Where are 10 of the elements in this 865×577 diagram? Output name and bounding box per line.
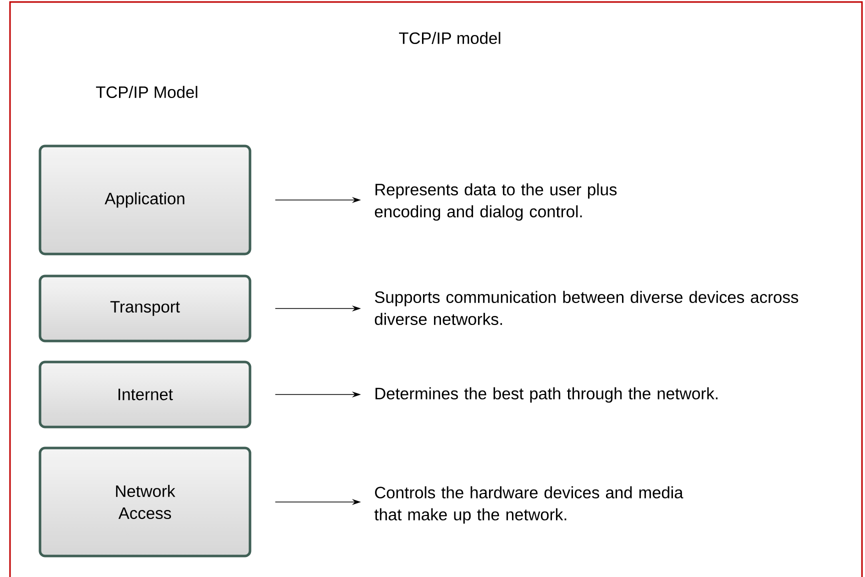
layer-box: Application [38, 144, 252, 256]
description-text: Controls the hardware devices and media that make up the network. [374, 486, 684, 524]
layer-box: Transport [38, 274, 252, 342]
description-text: Represents data to the user plus encoding and dialog control. [374, 183, 617, 221]
heading: TCP/IP Model [96, 86, 198, 98]
description-text: Supports communication between diverse devices across diverse networks. [374, 290, 798, 326]
layer-box: Internet [38, 360, 252, 428]
title: TCP/IP model [399, 32, 500, 44]
layer-box: Network Access [38, 446, 252, 558]
description-text: Determines the best path through the network. [376, 387, 718, 403]
